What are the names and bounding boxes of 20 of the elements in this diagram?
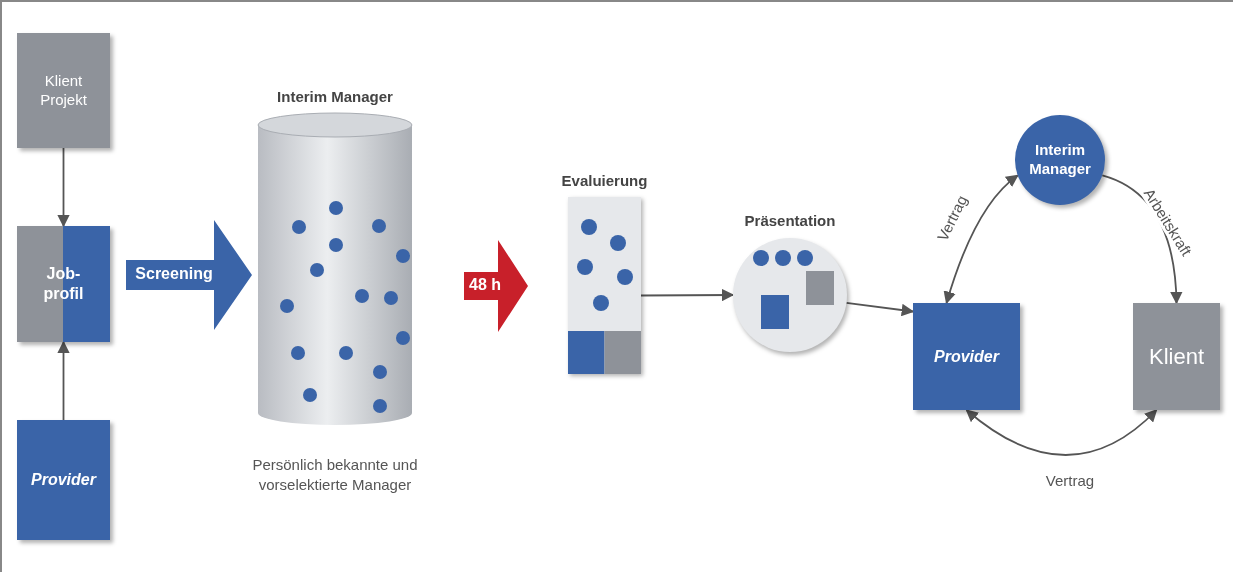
provider-box: Provider	[17, 420, 110, 540]
step-heading: Präsentation	[743, 212, 837, 229]
manager-circle: Interim Manager	[1015, 115, 1105, 205]
job-profile-box: Job-profil	[17, 226, 110, 342]
block-arrow	[464, 240, 528, 332]
arrow	[965, 409, 1158, 456]
block-arrow	[126, 220, 252, 330]
client-project-box: Klient Projekt	[17, 33, 110, 148]
step-heading: Interim Manager	[276, 88, 394, 105]
step-heading: Evaluierung	[560, 172, 649, 189]
arrow	[57, 147, 70, 228]
arrow	[845, 302, 915, 317]
edge-label: 48 h	[468, 276, 502, 294]
arrow	[57, 340, 70, 421]
arrow	[943, 174, 1019, 305]
edge-label: Screening	[134, 265, 214, 283]
arrow	[640, 288, 735, 302]
caption-text: Persönlich bekannte und vorselektierte Manager	[251, 455, 419, 494]
provider-box: Provider	[913, 303, 1020, 410]
client-box: Klient	[1133, 303, 1220, 410]
